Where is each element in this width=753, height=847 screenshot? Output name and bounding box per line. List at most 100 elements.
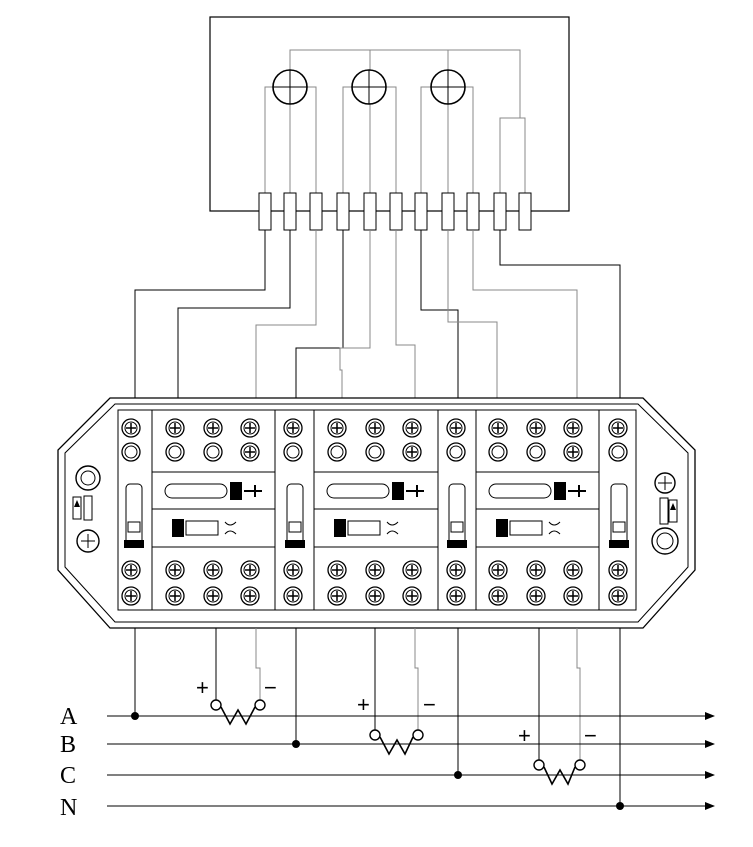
terminal-screw-22	[203, 442, 223, 462]
terminal-screw-27	[240, 560, 260, 580]
mount-right	[651, 472, 679, 555]
voltage-link-2	[285, 483, 305, 548]
terminal-screw-43	[488, 560, 508, 580]
box-to-line-wires	[134, 628, 621, 806]
meter-terminal-11	[518, 192, 532, 231]
meter-terminal-4	[336, 192, 350, 231]
ct-2-minus: −	[423, 692, 436, 717]
terminal-screw-12	[446, 586, 466, 606]
terminal-screw-34	[365, 442, 385, 462]
meter-terminals	[258, 192, 532, 231]
voltage-link-3	[447, 483, 467, 548]
terminal-box-dividers	[151, 410, 600, 610]
meter-terminal-5	[363, 192, 377, 231]
terminal-screw-33	[365, 418, 385, 438]
meter-element-3	[430, 69, 466, 105]
meter-terminal-10	[493, 192, 507, 231]
meter-body	[209, 16, 570, 212]
terminal-screw-35	[365, 560, 385, 580]
phase-line-b: B	[60, 732, 715, 758]
voltage-links	[124, 483, 629, 548]
terminal-screw-30	[327, 442, 347, 462]
terminal-screw-4	[121, 586, 141, 606]
terminal-screw-52	[563, 586, 583, 606]
meter-terminal-6	[389, 192, 403, 231]
terminal-screw-5	[283, 418, 303, 438]
terminal-screw-40	[402, 586, 422, 606]
terminal-box	[57, 397, 696, 629]
current-links	[164, 482, 586, 537]
current-link-1	[164, 482, 262, 537]
terminal-screw-41	[488, 418, 508, 438]
terminal-screw-2	[121, 442, 141, 462]
terminal-screw-1	[121, 418, 141, 438]
terminal-screw-19	[165, 560, 185, 580]
meter-terminal-2	[283, 192, 297, 231]
meter-internal-wiring	[264, 49, 526, 202]
terminal-screw-42	[488, 442, 508, 462]
terminal-screw-36	[365, 586, 385, 606]
terminal-screw-23	[203, 560, 223, 580]
terminal-screw-15	[608, 560, 628, 580]
terminal-screw-3	[121, 560, 141, 580]
terminal-screw-6	[283, 442, 303, 462]
ct-2-plus: +	[357, 692, 370, 717]
terminal-screw-13	[608, 418, 628, 438]
phase-line-a: A	[60, 704, 715, 730]
ct-2: + −	[357, 692, 436, 756]
terminal-screw-47	[526, 560, 546, 580]
terminal-screw-39	[402, 560, 422, 580]
meter-terminal-8	[441, 192, 455, 231]
voltage-link-1	[124, 483, 144, 548]
phase-line-n: N	[60, 795, 715, 821]
terminal-box-inner	[64, 403, 689, 623]
terminal-screw-7	[283, 560, 303, 580]
mount-left	[72, 465, 101, 553]
current-link-2	[326, 482, 424, 537]
terminal-screw-50	[563, 442, 583, 462]
terminal-screw-44	[488, 586, 508, 606]
current-link-3	[488, 482, 586, 537]
ct-1-minus: −	[264, 675, 277, 700]
phase-label-c: C	[60, 763, 76, 789]
terminal-screw-10	[446, 442, 466, 462]
terminal-screws	[121, 418, 628, 606]
terminal-screw-8	[283, 586, 303, 606]
meter-terminal-1	[258, 192, 272, 231]
terminal-screw-45	[526, 418, 546, 438]
phase-label-b: B	[60, 732, 76, 758]
meter-terminal-7	[414, 192, 428, 231]
terminal-screw-9	[446, 418, 466, 438]
terminal-screw-25	[240, 418, 260, 438]
terminal-screw-17	[165, 418, 185, 438]
phase-line-c: C	[60, 763, 715, 789]
meter-terminal-3	[309, 192, 323, 231]
voltage-link-4	[609, 483, 629, 548]
ct-3: + −	[518, 723, 597, 786]
terminal-screw-11	[446, 560, 466, 580]
terminal-screw-51	[563, 560, 583, 580]
terminal-screw-48	[526, 586, 546, 606]
phase-label-a: A	[60, 704, 78, 730]
terminal-screw-37	[402, 418, 422, 438]
meter-element-1	[272, 69, 308, 105]
terminal-screw-49	[563, 418, 583, 438]
ct-1: + −	[196, 675, 277, 726]
terminal-screw-18	[165, 442, 185, 462]
meter-to-box-wires	[134, 230, 621, 398]
terminal-screw-20	[165, 586, 185, 606]
ct-3-minus: −	[584, 723, 597, 748]
terminal-screw-46	[526, 442, 546, 462]
ct-1-plus: +	[196, 675, 209, 700]
terminal-screw-21	[203, 418, 223, 438]
terminal-screw-26	[240, 442, 260, 462]
terminal-screw-29	[327, 418, 347, 438]
terminal-screw-32	[327, 586, 347, 606]
ct-3-plus: +	[518, 723, 531, 748]
phase-label-n: N	[60, 795, 77, 821]
terminal-screw-16	[608, 586, 628, 606]
terminal-screw-24	[203, 586, 223, 606]
terminal-screw-28	[240, 586, 260, 606]
meter-terminal-9	[466, 192, 480, 231]
